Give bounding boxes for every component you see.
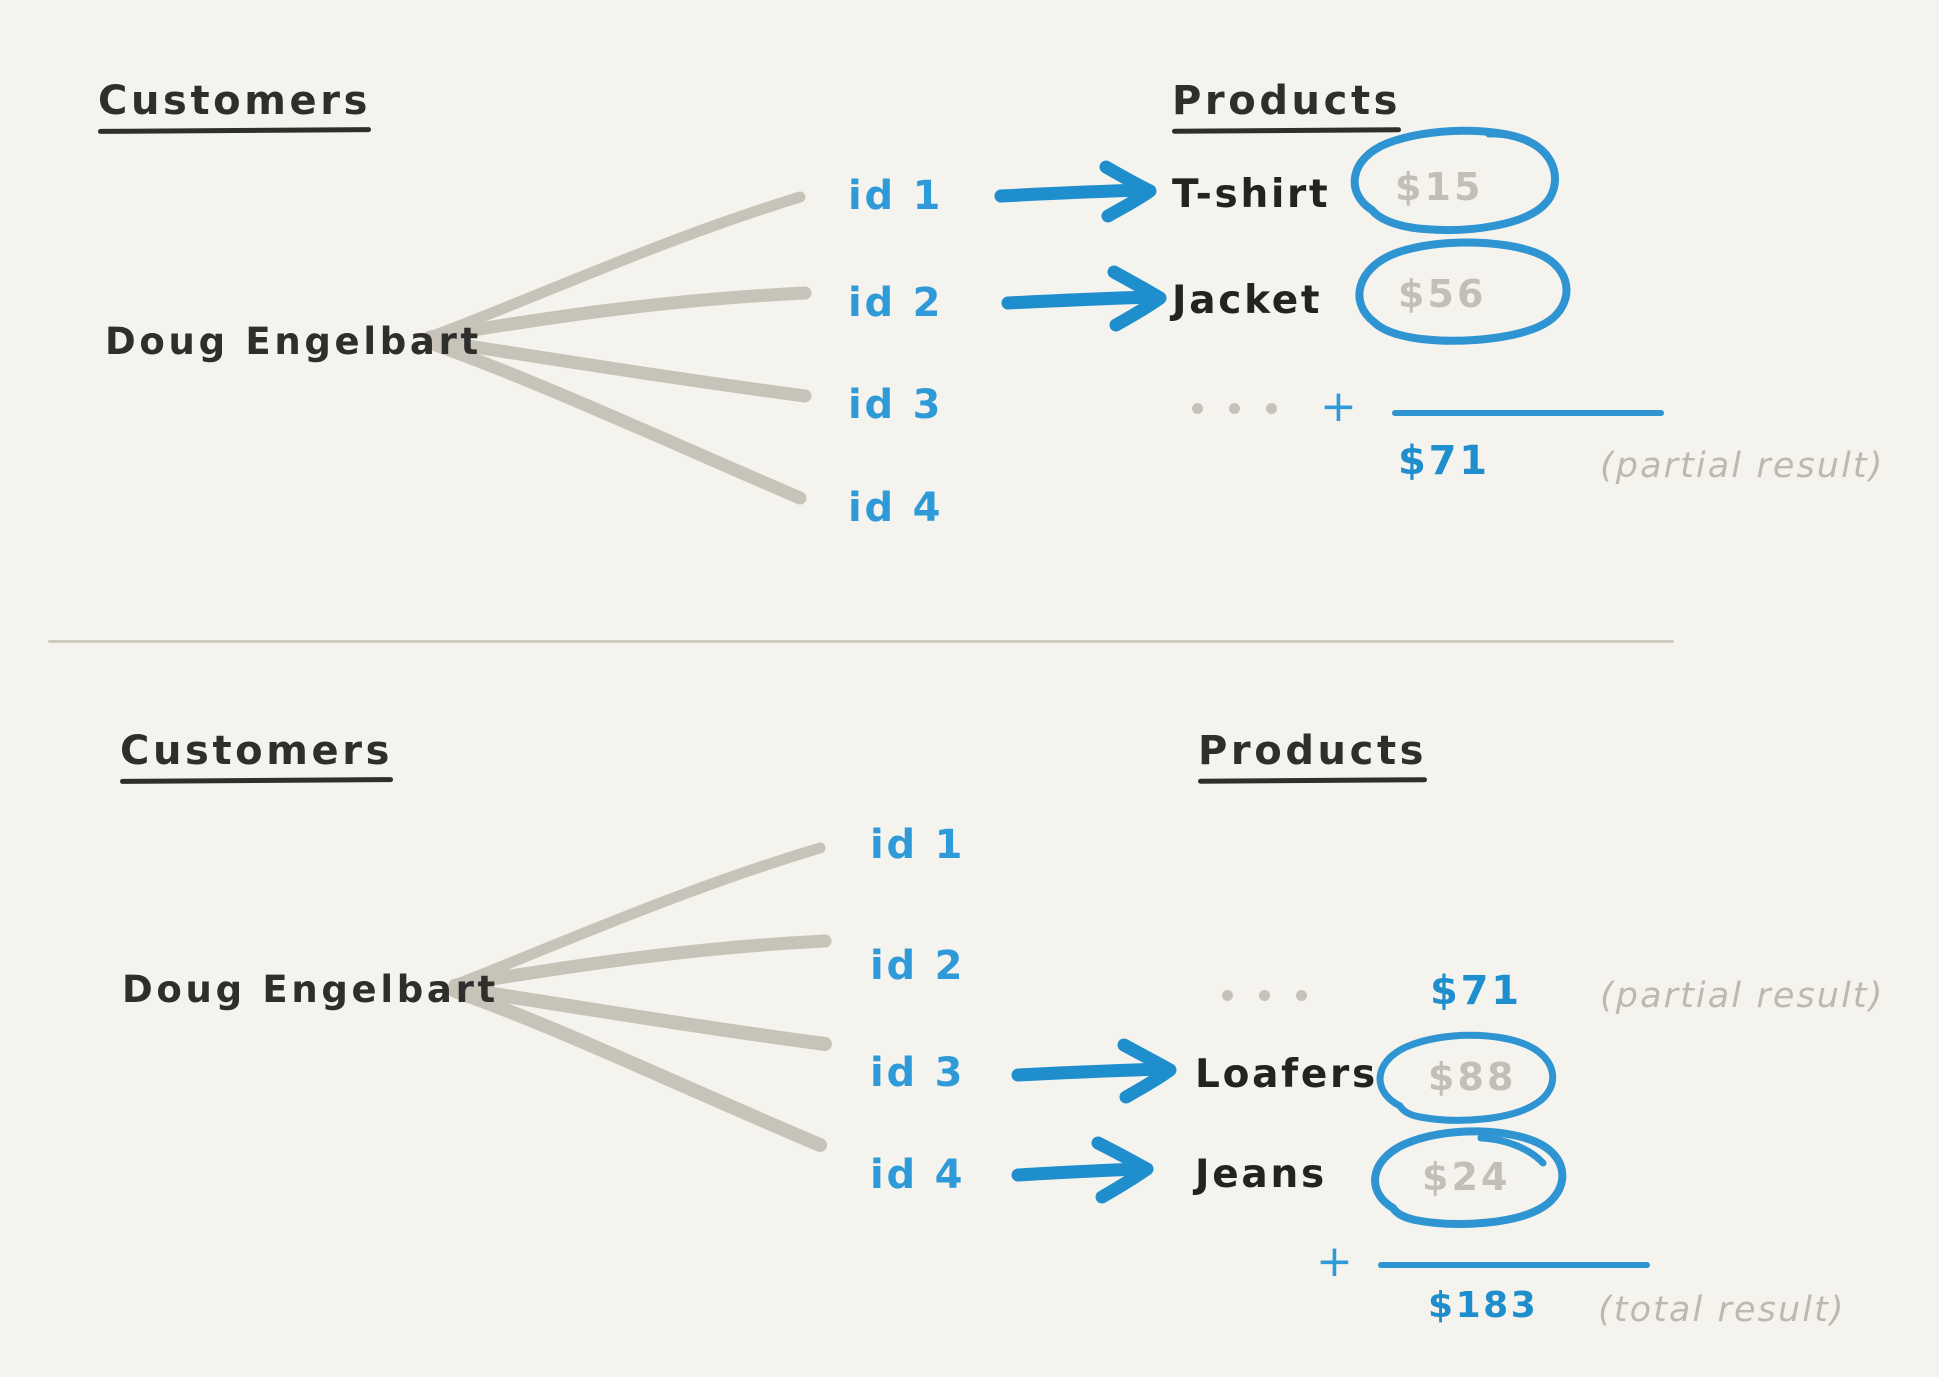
products-heading-top-label: Products bbox=[1172, 78, 1402, 124]
id-label-bottom-1[interactable]: id 1 bbox=[870, 822, 966, 868]
id-label-bottom-2[interactable]: id 2 bbox=[870, 943, 966, 989]
sum-annotation-top: (partial result) bbox=[1600, 446, 1885, 486]
fan-line-bottom-3 bbox=[448, 981, 832, 1051]
sum-annotation-bottom: (total result) bbox=[1598, 1290, 1846, 1330]
fan-lines-top bbox=[423, 191, 812, 505]
id-label-top-4[interactable]: id 4 bbox=[848, 485, 944, 531]
fan-line-top-3 bbox=[423, 333, 812, 403]
customers-heading-bottom: Customers bbox=[119, 728, 394, 784]
id-label-top-2[interactable]: id 2 bbox=[848, 280, 944, 326]
sum-value-top: $71 bbox=[1398, 438, 1490, 484]
arrow-top-id2 bbox=[1001, 265, 1167, 332]
fan-line-top-2 bbox=[423, 286, 812, 344]
fan-line-bottom-1 bbox=[449, 842, 826, 991]
customers-heading-top: Customers bbox=[97, 78, 372, 134]
sum-value-bottom: $183 bbox=[1428, 1285, 1539, 1326]
price-top-2: $56 bbox=[1398, 272, 1487, 316]
product-name-bottom-4[interactable]: Jeans bbox=[1195, 1152, 1327, 1197]
plus-sign-top: + bbox=[1320, 381, 1357, 432]
carry-value-bottom: $71 bbox=[1430, 968, 1522, 1014]
products-heading-bottom: Products bbox=[1197, 728, 1428, 784]
plus-sign-bottom: + bbox=[1316, 1236, 1353, 1287]
heading-underline bbox=[119, 777, 394, 784]
carry-annotation-bottom: (partial result) bbox=[1600, 976, 1885, 1016]
heading-underline bbox=[1197, 777, 1428, 784]
fan-line-top-1 bbox=[424, 191, 806, 343]
id-label-top-1[interactable]: id 1 bbox=[848, 173, 944, 219]
fan-line-bottom-2 bbox=[448, 934, 832, 992]
customer-name-bottom[interactable]: Doug Engelbart bbox=[122, 968, 499, 1011]
customers-heading-bottom-label: Customers bbox=[120, 728, 393, 774]
customer-name-top[interactable]: Doug Engelbart bbox=[105, 320, 482, 363]
fan-line-top-4 bbox=[423, 336, 807, 505]
price-bottom-3: $88 bbox=[1428, 1055, 1517, 1099]
heading-underline bbox=[97, 127, 372, 134]
products-heading-bottom-label: Products bbox=[1198, 728, 1428, 774]
panel-divider bbox=[48, 640, 1674, 643]
products-heading-top: Products bbox=[1171, 78, 1402, 134]
arrow-bottom-id4 bbox=[1011, 1136, 1154, 1204]
ellipsis-top bbox=[1192, 403, 1277, 414]
arrow-bottom-id3 bbox=[1011, 1038, 1177, 1104]
sum-rule-bottom bbox=[1378, 1262, 1650, 1268]
fan-lines-bottom bbox=[448, 842, 832, 1152]
product-name-top-2[interactable]: Jacket bbox=[1172, 278, 1323, 323]
id-label-bottom-3[interactable]: id 3 bbox=[870, 1050, 966, 1096]
id-label-bottom-4[interactable]: id 4 bbox=[870, 1152, 966, 1198]
ellipsis-bottom bbox=[1222, 990, 1307, 1001]
price-top-1: $15 bbox=[1395, 165, 1484, 209]
price-bottom-4: $24 bbox=[1422, 1155, 1511, 1199]
id-label-top-3[interactable]: id 3 bbox=[848, 382, 944, 428]
customers-heading-top-label: Customers bbox=[98, 78, 371, 124]
sum-rule-top bbox=[1392, 410, 1664, 416]
arrow-top-id1 bbox=[994, 160, 1157, 223]
product-name-bottom-3[interactable]: Loafers bbox=[1195, 1052, 1378, 1097]
fan-line-bottom-4 bbox=[448, 984, 827, 1152]
product-name-top-1[interactable]: T-shirt bbox=[1172, 172, 1331, 217]
heading-underline bbox=[1171, 127, 1402, 134]
